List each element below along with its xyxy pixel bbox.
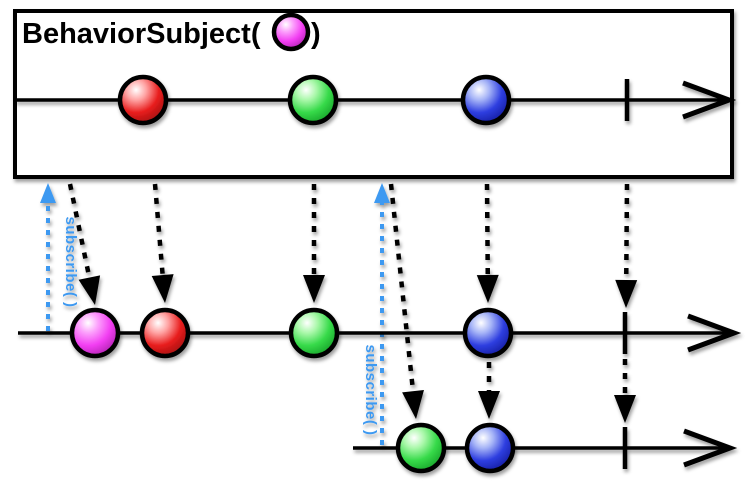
emission-arrow-magenta	[67, 183, 92, 279]
box-title-prefix: BehaviorSubject(	[22, 18, 261, 50]
marble-blue-source	[460, 74, 512, 126]
emission-arrowhead-blue	[476, 274, 499, 303]
emission-arrows-group	[67, 183, 638, 423]
subscribe-label-1: subscribe( )	[62, 216, 79, 307]
emission-arrowhead-red	[151, 274, 174, 303]
emission-arrowhead-green	[303, 275, 325, 303]
emission-arrowhead-complete	[615, 279, 638, 308]
subscribe-label-2: subscribe( )	[362, 344, 379, 435]
box-title-suffix: )	[311, 18, 321, 50]
timeline-arrowhead-source	[682, 80, 737, 120]
marble-green-subscriber-2	[395, 422, 447, 474]
emission-arrow-red	[152, 183, 165, 276]
subscribe-arrowhead-2	[374, 183, 390, 203]
marbles-group	[69, 74, 516, 474]
timeline-arrowhead-subscriber-1	[687, 313, 742, 353]
marble-magenta-subscriber-1	[69, 307, 121, 359]
emission-arrowhead-complete	[614, 395, 636, 423]
marble-red-source	[117, 74, 169, 126]
emission-arrowhead-magenta	[78, 275, 101, 305]
marble-blue-subscriber-2	[464, 422, 516, 474]
emission-arrow-green	[388, 183, 416, 392]
subscribe-arrows-group: subscribe( ) subscribe( )	[40, 183, 390, 445]
emission-arrow-complete	[623, 183, 630, 281]
emission-arrow-blue	[484, 183, 491, 276]
timeline-arrowhead-subscriber-2	[683, 428, 738, 468]
initial-value-marble	[271, 12, 311, 52]
emission-arrowhead-green	[402, 389, 424, 419]
emission-arrowhead-blue	[478, 391, 500, 419]
marble-green-source	[287, 74, 339, 126]
marble-blue-subscriber-1	[462, 307, 514, 359]
subscribe-arrowhead-1	[40, 183, 56, 203]
marble-red-subscriber-1	[139, 307, 191, 359]
marble-green-subscriber-1	[288, 307, 340, 359]
